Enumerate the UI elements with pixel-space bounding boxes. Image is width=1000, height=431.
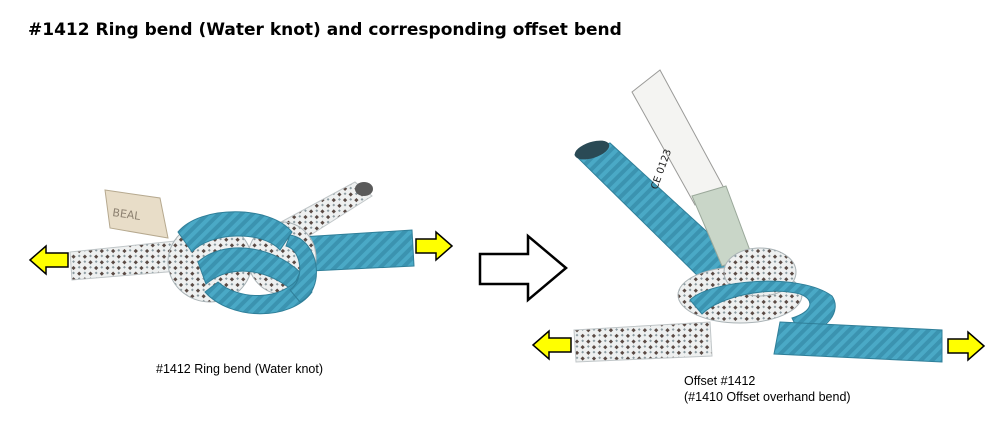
blue-rope-right-tail-right (773, 321, 943, 363)
rope-tape-label-right: CE 0123 (649, 148, 674, 191)
right-caption-line2: (#1410 Offset overhand bend) (684, 390, 851, 404)
pull-arrow-right-right (947, 330, 986, 362)
rope-tape-label: BEAL (112, 206, 143, 223)
knot-blue-right-bulge (285, 234, 317, 303)
water-knot-figure: BEAL (28, 181, 454, 315)
pull-arrow-left-right (531, 329, 572, 361)
right-caption-line1: Offset #1412 (684, 374, 756, 388)
rope-end-cut (355, 182, 373, 196)
rope-end-cut-right (574, 140, 610, 160)
offset-bend-figure: CE 0123 (531, 69, 986, 363)
transition-arrow (478, 233, 568, 303)
pull-arrow-right (415, 230, 454, 262)
left-caption: #1412 Ring bend (Water knot) (156, 362, 323, 376)
pull-arrow-left (28, 244, 69, 276)
white-rope-left-segment-right (573, 321, 713, 363)
rope-tape-tail (104, 189, 169, 239)
page-title: #1412 Ring bend (Water knot) and corresp… (28, 20, 622, 40)
knot-blue-loop-top (177, 211, 293, 253)
